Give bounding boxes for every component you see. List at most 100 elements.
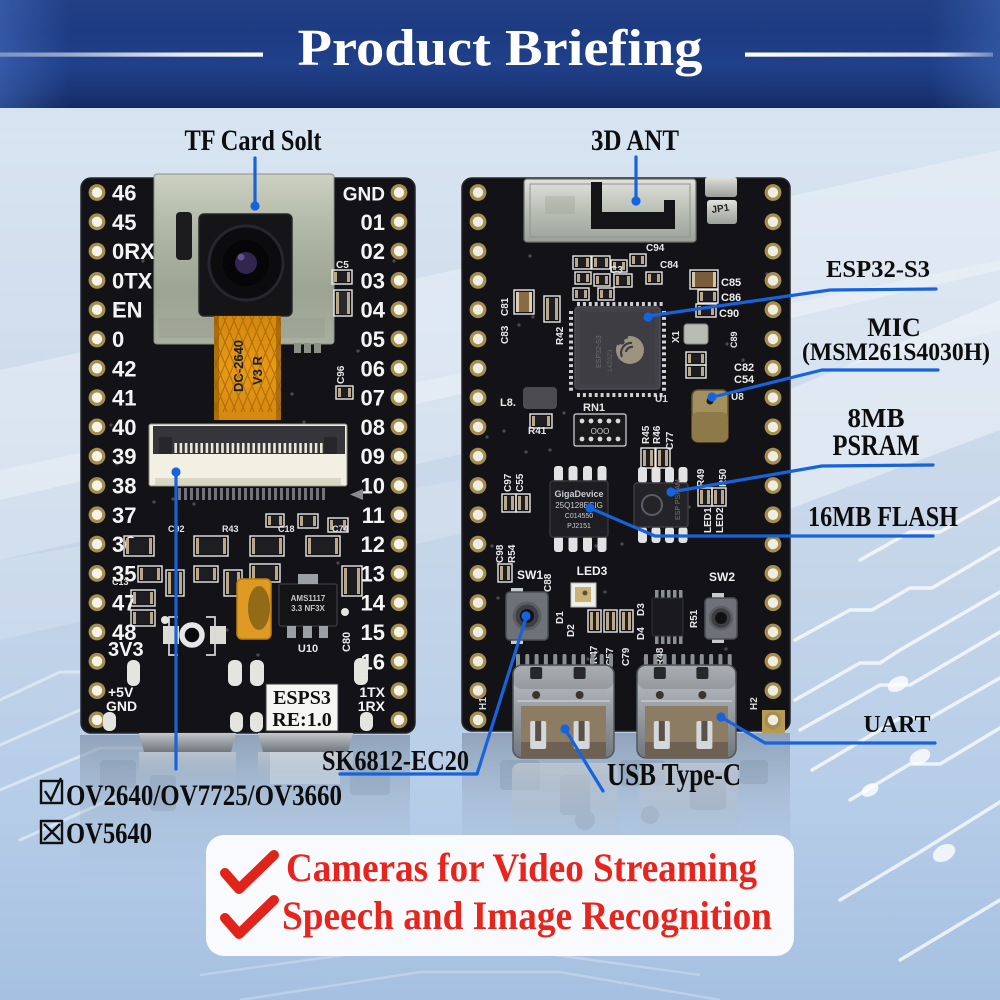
svg-text:R43: R43 [222,524,239,534]
svg-text:R42: R42 [555,326,566,345]
svg-text:3V3: 3V3 [108,639,144,661]
svg-text:D1: D1 [555,611,566,624]
svg-text:42: 42 [112,356,136,381]
svg-text:C79: C79 [621,647,632,666]
svg-text:GND: GND [343,185,385,206]
svg-text:14Z0Z3: 14Z0Z3 [607,349,614,372]
svg-text:14: 14 [361,591,386,616]
svg-text:DC-2640: DC-2640 [231,340,246,392]
svg-text:25Q128ESIG: 25Q128ESIG [555,501,603,510]
svg-text:Speech and Image Recognition: Speech and Image Recognition [282,893,772,938]
svg-text:USB Type-C: USB Type-C [607,756,741,792]
svg-text:06: 06 [361,356,385,381]
svg-text:PSRAM: PSRAM [833,429,920,462]
svg-text:38: 38 [112,474,136,499]
svg-text:C84: C84 [660,260,679,271]
svg-text:R48: R48 [655,647,666,666]
svg-text:40: 40 [112,415,136,440]
svg-text:C18: C18 [278,524,295,534]
svg-text:37: 37 [112,503,136,528]
svg-text:C96: C96 [336,365,347,384]
svg-text:C85: C85 [721,277,741,289]
svg-text:47: 47 [112,591,136,616]
svg-text:0RX: 0RX [112,239,155,264]
svg-text:0: 0 [112,327,124,352]
svg-text:08: 08 [361,415,385,440]
svg-text:Cameras for Video Streaming: Cameras for Video Streaming [286,845,757,890]
svg-text:03: 03 [361,268,385,293]
svg-text:R49: R49 [696,468,707,487]
svg-text:R41: R41 [528,426,547,437]
svg-text:C80: C80 [341,632,353,652]
svg-text:GigaDevice: GigaDevice [554,489,603,499]
svg-text:D2: D2 [566,624,577,637]
svg-text:C55: C55 [515,473,526,492]
svg-text:16MB FLASH: 16MB FLASH [808,502,958,533]
svg-text:+5V: +5V [108,684,134,700]
svg-text:JP1: JP1 [711,203,731,216]
svg-text:8MB: 8MB [848,403,905,433]
svg-text:LED1: LED1 [703,507,714,533]
svg-text:LED2: LED2 [715,507,726,533]
svg-text:C88: C88 [543,573,554,592]
svg-text:C94: C94 [646,243,665,254]
svg-text:PJ2151: PJ2151 [567,523,591,530]
svg-text:0TX: 0TX [112,268,153,293]
svg-text:ESP32-S3: ESP32-S3 [596,335,603,368]
svg-text:U1: U1 [655,394,668,405]
svg-text:SW1: SW1 [517,568,543,582]
svg-text:U10: U10 [298,643,318,655]
svg-text:R54: R54 [507,544,518,563]
svg-text:R46: R46 [652,425,663,444]
svg-text:OV5640: OV5640 [66,817,152,850]
svg-text:3.3 NF3X: 3.3 NF3X [291,604,325,613]
svg-text:C97: C97 [503,473,514,492]
svg-text:H2: H2 [749,697,760,710]
svg-text:C74: C74 [332,524,349,534]
svg-text:07: 07 [361,386,385,411]
svg-text:D4: D4 [636,627,647,640]
svg-text:Product Briefing: Product Briefing [298,20,703,77]
svg-text:C54: C54 [734,374,755,386]
svg-text:15: 15 [361,620,385,645]
svg-text:ESP32-S3: ESP32-S3 [826,257,930,283]
svg-text:V3 R: V3 R [250,355,265,385]
svg-text:X1: X1 [671,330,682,343]
svg-text:02: 02 [361,239,385,264]
svg-text:R45: R45 [641,425,652,444]
svg-text:45: 45 [112,210,136,235]
svg-text:1RX: 1RX [358,698,386,714]
svg-text:C014550: C014550 [565,513,594,520]
svg-text:48: 48 [112,620,136,645]
svg-text:C5: C5 [336,260,349,271]
svg-text:1TX: 1TX [359,684,385,700]
svg-text:39: 39 [112,444,136,469]
svg-text:GND: GND [106,698,137,714]
svg-text:R51: R51 [689,609,700,628]
svg-text:04: 04 [361,298,386,323]
svg-text:LED3: LED3 [577,564,608,578]
svg-text:ESP PSRAM: ESP PSRAM [675,479,682,520]
svg-text:05: 05 [361,327,385,352]
svg-text:C89: C89 [729,331,739,348]
svg-text:C98: C98 [495,544,506,563]
svg-text:OV2640/OV7725/OV3660: OV2640/OV7725/OV3660 [66,779,342,812]
svg-text:OOO: OOO [591,427,610,436]
svg-text:U8: U8 [731,392,744,403]
svg-text:(MSM261S4030H): (MSM261S4030H) [802,339,990,366]
svg-text:11: 11 [362,503,385,528]
svg-text:SK6812-EC20: SK6812-EC20 [322,746,469,777]
svg-text:01: 01 [361,210,385,235]
svg-text:10: 10 [361,474,385,499]
svg-text:12: 12 [361,532,385,557]
svg-text:R47: R47 [589,645,600,664]
svg-text:SW2: SW2 [709,570,735,584]
svg-text:L8.: L8. [500,397,516,409]
svg-text:46: 46 [112,181,136,206]
svg-text:D3: D3 [636,603,647,616]
svg-text:09: 09 [361,444,385,469]
svg-text:C77: C77 [665,431,676,450]
svg-text:RN1: RN1 [583,402,605,414]
svg-text:R50: R50 [718,468,729,487]
svg-text:MIC: MIC [867,313,920,342]
